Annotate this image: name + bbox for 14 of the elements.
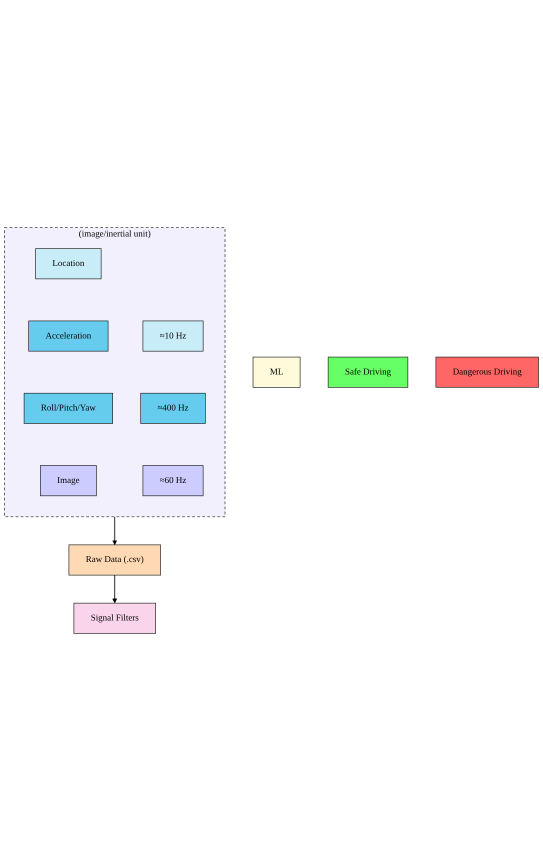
node-box: Acceleration — [28, 320, 108, 352]
node-box: Location — [35, 248, 102, 280]
node-box: ≈60 Hz — [142, 465, 204, 496]
node-box: Roll/Pitch/Yaw — [24, 392, 113, 424]
node-box: ≈10 Hz — [142, 320, 204, 352]
node-box: Safe Driving — [328, 356, 408, 388]
arrow — [112, 516, 118, 546]
node-box: ML — [252, 356, 300, 388]
arrow — [112, 574, 118, 604]
node-box: ≈400 Hz — [140, 392, 206, 424]
node-box: Signal Filters — [74, 602, 156, 634]
node-box: Image — [40, 465, 97, 496]
node-box: Dangerous Driving — [436, 356, 539, 388]
node-box: Raw Data (.csv) — [68, 544, 161, 576]
